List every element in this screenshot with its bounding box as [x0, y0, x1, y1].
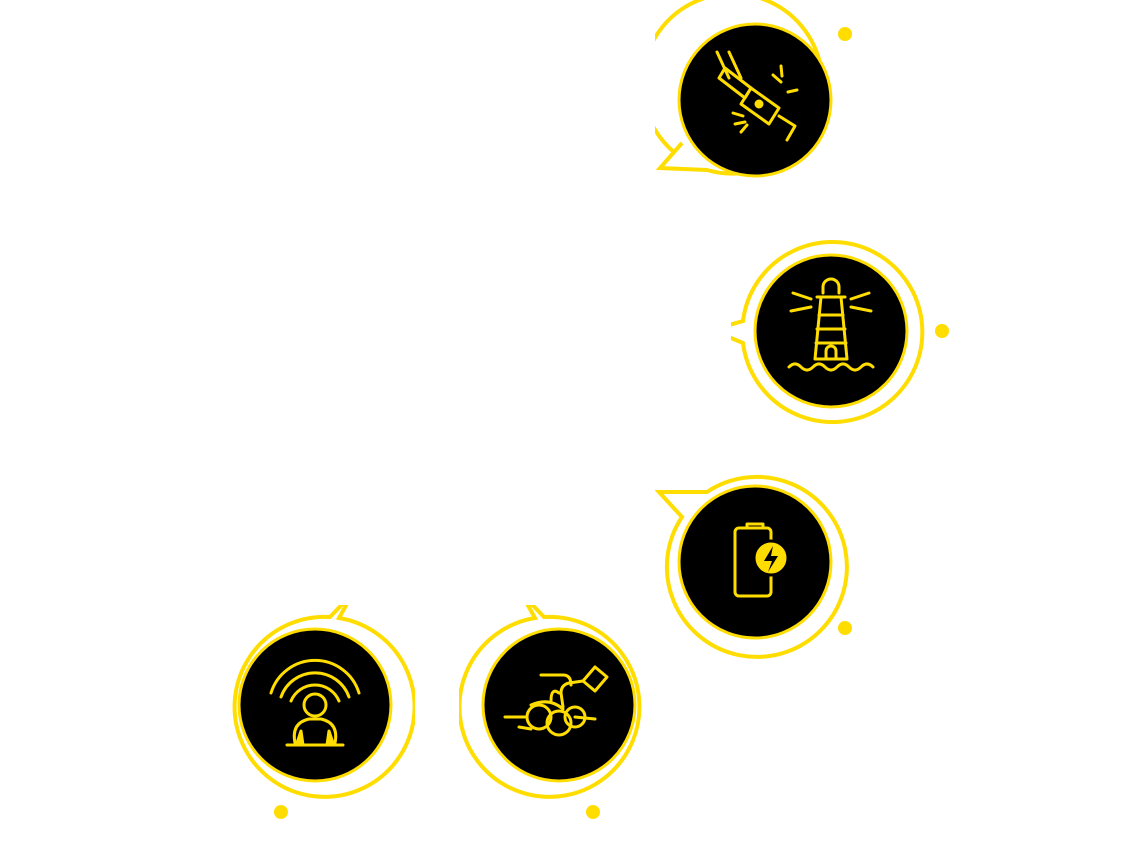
decorative-dot: [274, 805, 288, 819]
lighthouse-icon: [787, 277, 875, 372]
battery-badge: [655, 462, 855, 662]
seatbelt-buckle-icon: [715, 50, 799, 142]
seatbelt-badge: [655, 0, 855, 200]
lighthouse-badge: [731, 231, 931, 431]
hand-tying-knot-icon: [503, 665, 609, 737]
knot-badge: [459, 605, 659, 805]
battery-charging-icon: [733, 522, 790, 598]
person-signal-icon: [269, 659, 361, 747]
decorative-dot: [935, 324, 949, 338]
person-badge: [215, 605, 415, 805]
decorative-dot: [838, 621, 852, 635]
decorative-dot: [838, 27, 852, 41]
decorative-dot: [586, 805, 600, 819]
